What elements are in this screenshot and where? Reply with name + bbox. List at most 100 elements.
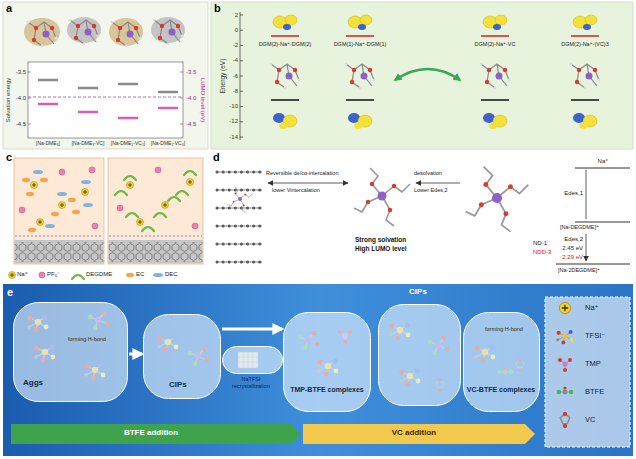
illustration-part <box>348 113 372 129</box>
annotation-label: lower Vintercalation <box>272 187 320 194</box>
figure-panel: a <box>3 2 208 149</box>
annotation-label: 2.29 eV <box>562 254 583 261</box>
illustration-part <box>109 242 203 262</box>
annotation-label: [Na-DME₃] <box>36 140 60 146</box>
illustration-part <box>72 210 80 214</box>
illustration-part <box>273 113 297 129</box>
illustration-part <box>81 180 91 184</box>
annotation-label: DGM(1)-Na⁺-DGM(1) <box>334 41 387 48</box>
legend-symbol <box>39 272 45 278</box>
annotation-label: NDD-3 <box>533 249 551 256</box>
cluster-label: Aggs <box>23 378 43 388</box>
illustration-part <box>15 236 202 237</box>
legend-sample <box>555 298 575 318</box>
legend-symbol <box>560 412 570 428</box>
annotation-label: -8 <box>233 88 238 95</box>
illustration-part <box>115 191 127 195</box>
illustration-part <box>162 202 169 209</box>
bubble-outline <box>379 305 461 406</box>
annotation-label: Strong solvation <box>355 236 406 244</box>
bubble-shape <box>283 312 371 412</box>
annotation-label: 2.45 eV <box>562 245 583 252</box>
illustration-part <box>154 213 166 217</box>
illustration-part <box>38 104 178 118</box>
legend-label: Na⁺ <box>17 271 28 278</box>
flow-arrow <box>129 353 142 356</box>
legend-label: Na⁺ <box>585 303 599 312</box>
illustration-part <box>184 171 196 175</box>
legend-symbol <box>557 386 573 394</box>
illustration-part <box>3 284 633 456</box>
arrow-band-fill <box>303 424 535 444</box>
annotation-label: Energy (eV) <box>219 59 227 94</box>
illustration-part <box>153 19 184 46</box>
panel-letter: d <box>213 151 220 164</box>
legend-symbol <box>556 330 573 344</box>
legend-label: EC <box>136 271 144 278</box>
annotation-label: High LUMO level <box>355 245 407 253</box>
cluster-bubble: VC-BTFE complexesforming H-bond <box>463 312 540 412</box>
illustration-part <box>57 192 67 196</box>
illustration-part <box>14 158 104 264</box>
cluster-bubble: Aggs forming H-bond <box>13 302 128 402</box>
illustration-part <box>89 167 95 173</box>
illustration-part <box>354 168 410 226</box>
bubble-outline <box>223 347 283 374</box>
illustration-part <box>273 15 297 30</box>
panel-letter: c <box>6 151 12 164</box>
process-arrow-band: VC addition <box>303 424 535 444</box>
illustration-part <box>483 15 507 30</box>
illustration-part <box>573 15 597 30</box>
illustration-part <box>3 2 208 149</box>
illustration-part <box>345 63 376 90</box>
illustration-part <box>155 167 161 173</box>
illustration-part <box>124 176 136 180</box>
bubble-outline <box>144 315 221 399</box>
illustration-part <box>210 151 633 282</box>
illustration-part <box>117 205 123 211</box>
illustration-part <box>59 202 66 209</box>
illustration-part <box>59 169 65 175</box>
illustration-part <box>108 158 203 264</box>
legend-sample <box>555 410 575 430</box>
illustration-part <box>271 35 599 37</box>
annotation-label: [Na-DME₃-VC] <box>72 140 105 146</box>
legend-symbol <box>153 273 163 277</box>
band-label: BTFE addition <box>11 428 291 438</box>
illustration-part <box>69 19 100 46</box>
legend-label: DEC <box>165 271 178 278</box>
cluster-bubble: NaTFSI recrystallization <box>222 346 283 398</box>
annotation-label: DGM(2)-Na⁺-(VC)3 <box>561 41 609 48</box>
legend-sample <box>68 266 88 286</box>
cluster-label: TMP-BTFE complexes <box>287 386 367 394</box>
figure-panel: b <box>211 2 633 149</box>
cluster-bubble: CIPs <box>378 286 461 406</box>
illustration-part <box>19 207 25 213</box>
illustration-part <box>573 113 597 129</box>
illustration-part <box>416 183 460 184</box>
arrow-band-fill <box>11 424 301 444</box>
legend-sample <box>555 354 575 374</box>
legend-sample <box>555 326 575 346</box>
illustration-part <box>240 15 243 137</box>
illustration-part <box>137 219 144 226</box>
illustration-part <box>142 227 154 231</box>
illustration-part <box>15 242 104 262</box>
illustration-part <box>26 192 34 196</box>
annotation-label: -6 <box>233 73 238 80</box>
illustration-part <box>37 219 44 226</box>
illustration-part <box>192 223 198 229</box>
legend-sample <box>555 382 575 402</box>
legend-label: VC <box>585 415 595 424</box>
legend-label: TFSI⁻ <box>585 331 605 340</box>
illustration-part <box>271 99 599 101</box>
legend-symbol <box>558 358 572 372</box>
panel-letter: a <box>6 2 12 15</box>
figure-panel: eAggsforming H-bondCIPsNaTFSI recrystall… <box>3 284 633 456</box>
note-text: forming H-bond <box>68 336 106 343</box>
illustration-part <box>15 240 104 264</box>
annotation-label: -4.0 <box>16 95 26 102</box>
annotation-label: -10 <box>229 103 238 110</box>
cluster-label: VC-BTFE complexes <box>465 386 537 394</box>
illustration-part <box>82 189 89 196</box>
